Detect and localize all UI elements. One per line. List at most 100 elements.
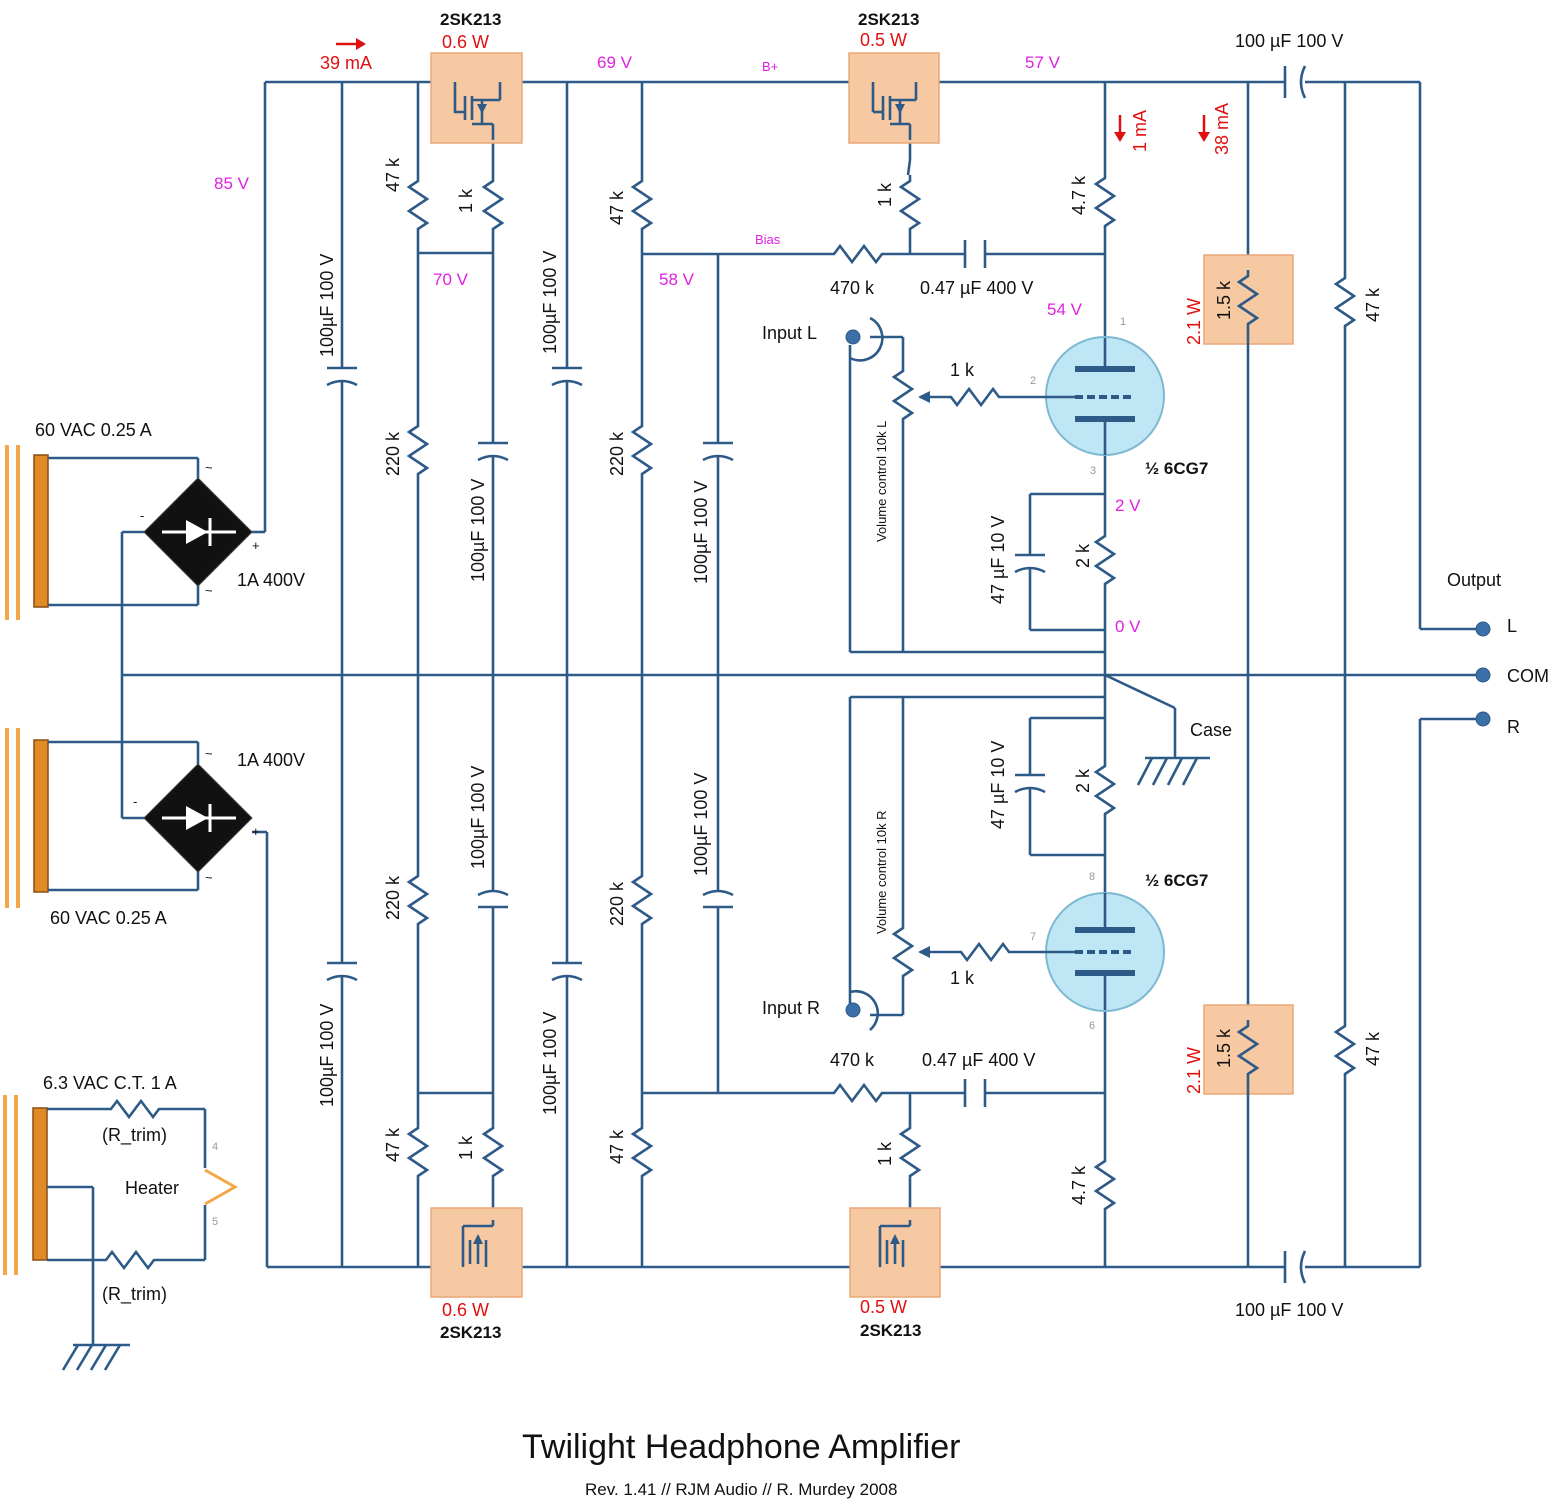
output-cap-top [1283,65,1307,99]
tube-pin-6: 6 [1089,1020,1095,1032]
res-2k-top: 2 k [1073,543,1093,568]
heater-ground-symbol [61,1343,130,1371]
output-cap-bottom [1283,1250,1307,1284]
output-terminal-com[interactable] [1475,667,1491,683]
mosfet-bottom-1-part: 2SK213 [440,1323,501,1342]
mosfet-top-1-power: 0.6 W [442,32,489,52]
voltage-58: 58 V [659,270,695,289]
case-ground-symbol [1136,756,1210,786]
bias-resistor-top [828,240,1105,268]
tube-top [1045,336,1165,456]
volume-pot-right [848,695,1105,1017]
cap-label-c1-top: 100µF 100 V [317,254,337,357]
voltage-70: 70 V [433,270,469,289]
output-terminal-l[interactable] [1475,621,1491,637]
case-label: Case [1190,720,1232,740]
cap-047-top: 0.47 µF 400 V [920,278,1033,298]
heater-pin-5: 5 [212,1216,218,1228]
res-2k-bottom: 2 k [1073,768,1093,793]
mosfet-bottom-2-part: 2SK213 [860,1321,921,1340]
bridge-1-label: 1A 400V [237,570,305,590]
cap-label-c4-bottom: 100µF 100 V [691,773,711,876]
transformer-2 [5,728,200,908]
bias-cap-column [702,254,734,1093]
cap-label-c2-top: 100µF 100 V [540,251,560,354]
input-label-left: Input L [762,323,817,343]
res-470k-top: 470 k [830,278,875,298]
res-1_5k-bottom: 1.5 k [1214,1028,1234,1068]
mosfet-top-2-power: 0.5 W [860,30,907,50]
res-47k-3: 47 k [607,190,627,225]
bridge-1-ac-bottom: ~ [205,583,213,598]
bleed-resistor-column [1333,82,1357,1267]
tube-pin-1: 1 [1120,316,1126,328]
cap-label-c2-bottom: 100µF 100 V [540,1012,560,1115]
res-4_7k-top: 4.7 k [1069,175,1089,215]
output-terminal-r[interactable] [1475,711,1491,727]
power-resistor-column [1203,82,1294,1267]
common-bus [120,530,1480,820]
current-arrow-39 [336,38,366,50]
input-jack-right[interactable] [845,989,880,1031]
res-1_5k-top: 1.5 k [1214,280,1234,320]
tube-pin-7: 7 [1030,931,1036,943]
filter-cap-column-2 [551,82,583,1267]
res-4_7k-bottom: 4.7 k [1069,1165,1089,1205]
tube-bottom-label: ½ 6CG7 [1145,871,1208,890]
volume-label-left: Volume control 10k L [874,421,889,542]
res-1k-3: 1 k [875,182,895,207]
res-47k-out-bottom: 47 k [1363,1031,1383,1066]
res-220k-1: 220 k [383,431,403,476]
mosfet-top-1-part: 2SK213 [440,10,501,29]
res-47k-2: 47 k [383,1127,403,1162]
res-1k-grid-bottom: 1 k [950,968,975,988]
output-com-label: COM [1507,666,1549,686]
input-jack-left[interactable] [845,316,884,362]
power-label-bottom: 2.1 W [1184,1047,1204,1094]
cap-47-top: 47 µF 10 V [988,516,1008,604]
voltage-57: 57 V [1025,53,1061,72]
voltage-0: 0 V [1115,617,1141,636]
plate-column [1014,82,1177,1267]
page-subtitle: Rev. 1.41 // RJM Audio // R. Murdey 2008 [585,1480,897,1499]
heater-pin-4: 4 [212,1141,218,1153]
tube-pin-3: 3 [1090,465,1096,477]
res-47k-4: 47 k [607,1129,627,1164]
rtrim-bottom-label: (R_trim) [102,1284,167,1305]
cap-47-bottom: 47 µF 10 V [988,741,1008,829]
tube-pin-8: 8 [1089,871,1095,883]
mosfet-bottom-1 [430,1207,523,1298]
current-39: 39 mA [320,53,372,73]
voltage-2: 2 V [1115,496,1141,515]
res-47k-out-top: 47 k [1363,287,1383,322]
cap-label-c1-bottom: 100µF 100 V [317,1004,337,1107]
bridge-1-minus: - [140,508,144,523]
cap-out-top: 100 µF 100 V [1235,31,1343,51]
bridge-2-ac-top: ~ [205,746,213,761]
bridge-1-plus: + [252,538,260,553]
bridge-rectifier-1 [143,477,253,587]
volume-label-right: Volume control 10k R [874,810,889,934]
filter-cap-column-1 [326,82,358,1267]
cap-label-c4-top: 100µF 100 V [691,481,711,584]
transformer-2-label: 60 VAC 0.25 A [50,908,167,928]
input-label-right: Input R [762,998,820,1018]
tube-pin-2: 2 [1030,375,1036,387]
cap-out-bottom: 100 µF 100 V [1235,1300,1343,1320]
voltage-69: 69 V [597,53,633,72]
res-1k-2: 1 k [456,1135,476,1160]
power-label-top: 2.1 W [1184,298,1204,345]
bridge-2-ac-bottom: ~ [205,870,213,885]
tube-top-label: ½ 6CG7 [1145,459,1208,478]
bridge-2-minus: - [133,794,137,809]
res-1k-4: 1 k [875,1141,895,1166]
source-column-1 [477,140,509,1220]
mosfet-top-2-part: 2SK213 [858,10,919,29]
output-r-label: R [1507,717,1520,737]
transformer-1-label: 60 VAC 0.25 A [35,420,152,440]
cap-047-bottom: 0.47 µF 400 V [922,1050,1035,1070]
volume-pot-left [848,335,1105,654]
res-220k-3: 220 k [607,431,627,476]
res-1k-1: 1 k [456,188,476,213]
current-arrow-38 [1198,115,1210,142]
